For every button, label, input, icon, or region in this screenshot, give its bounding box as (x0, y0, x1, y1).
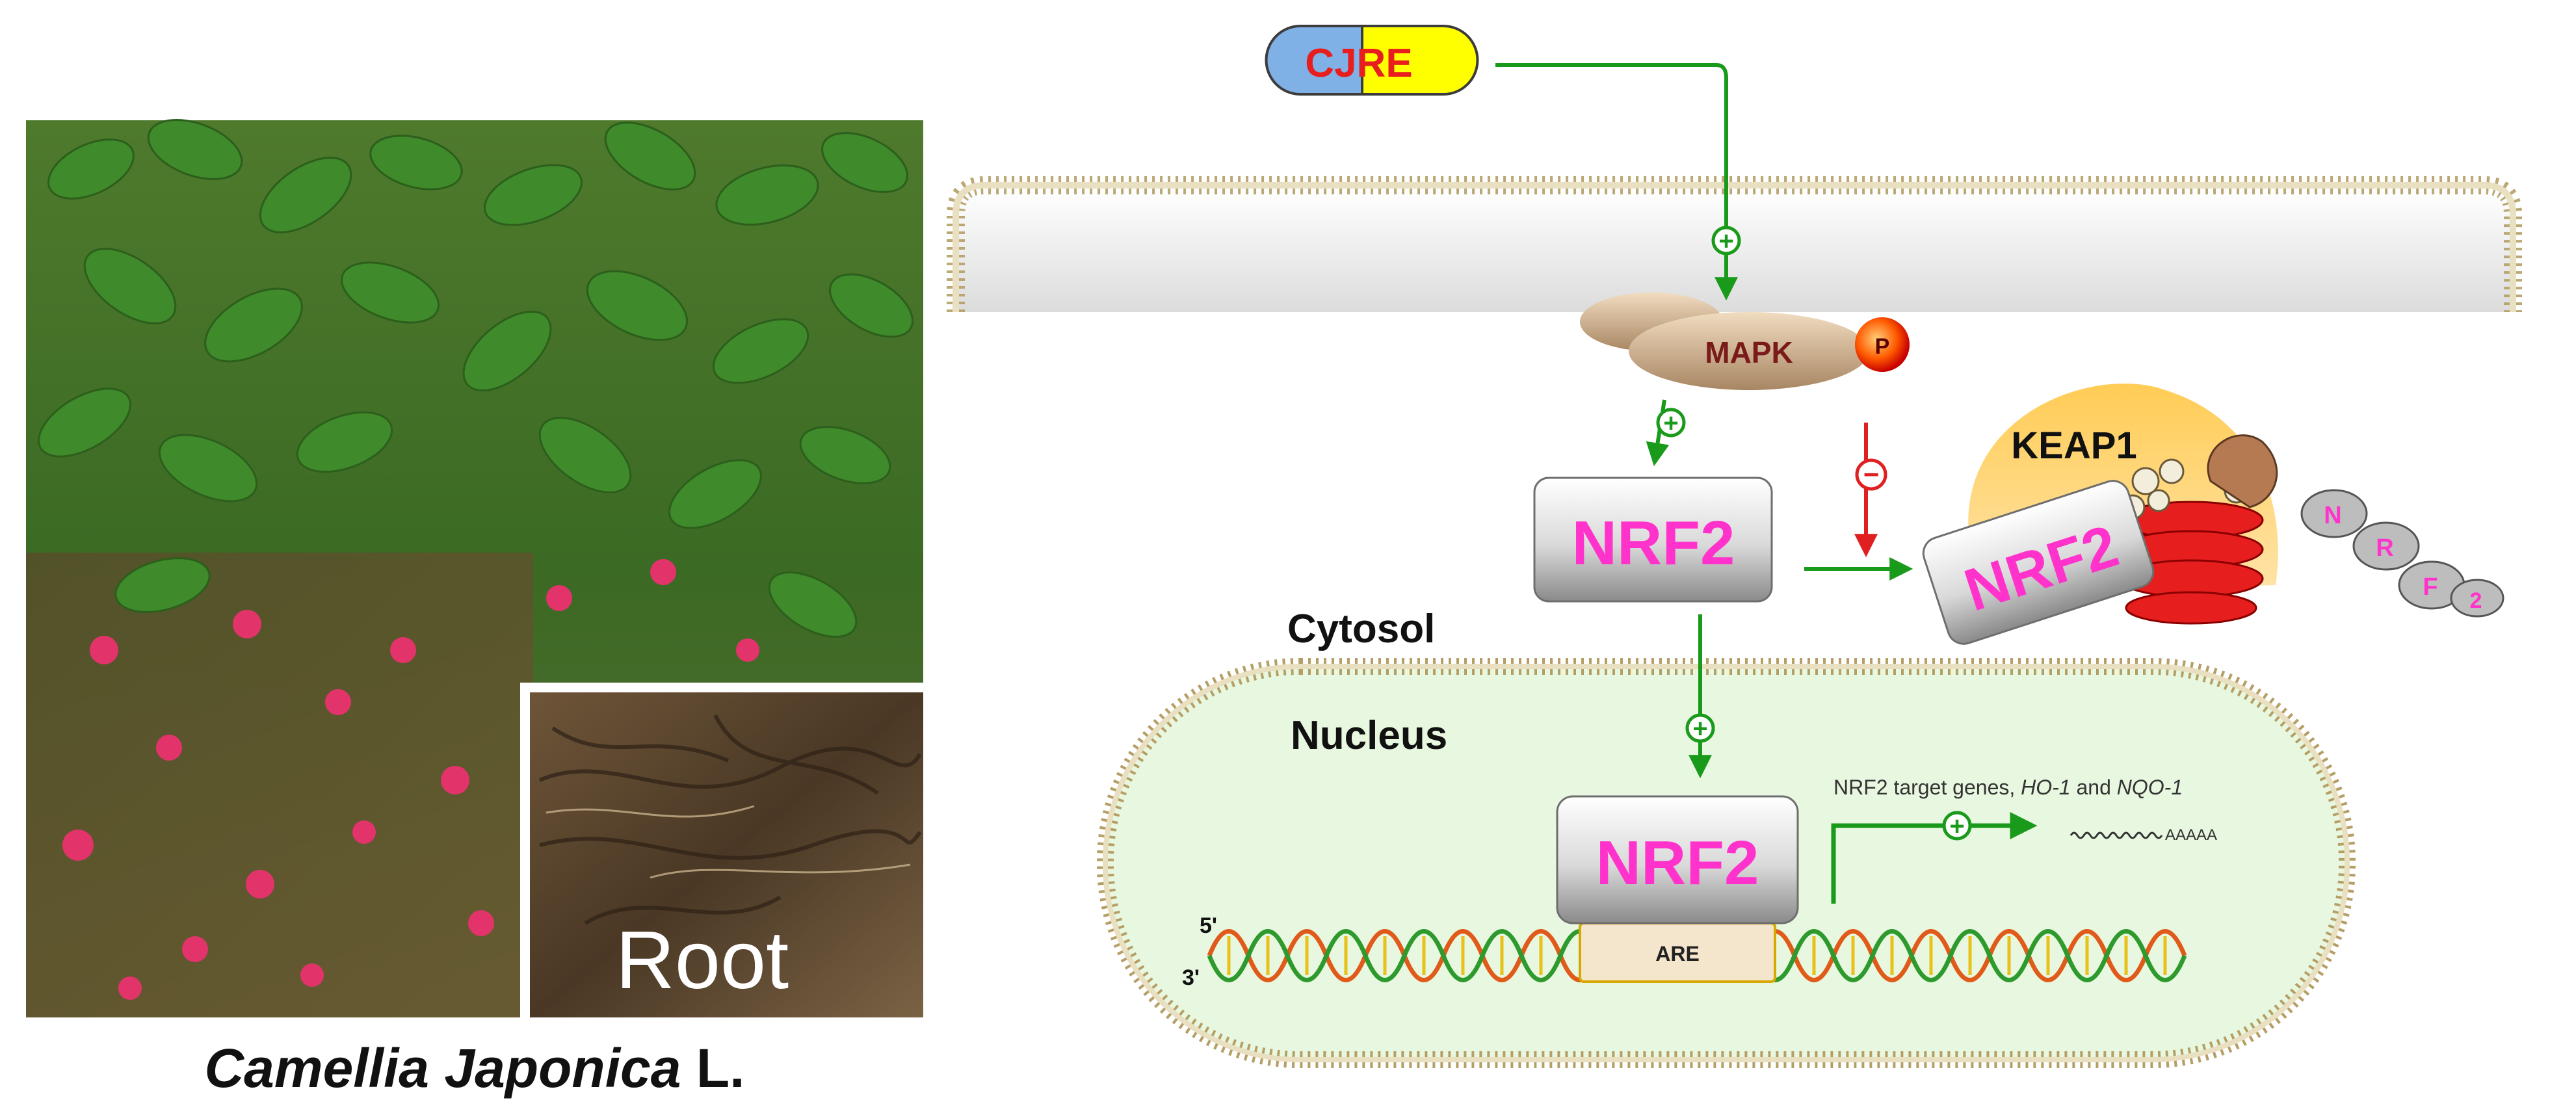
plus-sign-mapk: + (1656, 408, 1686, 438)
keap1-complex: KEAP1 NRF2 N R F 2 (1922, 384, 2504, 645)
nrf2-nucleus: NRF2 (1556, 795, 1799, 924)
leaf-cluster (38, 118, 914, 638)
svg-text:+: + (1718, 227, 1733, 255)
camellia-photo (26, 118, 923, 1017)
plus-sign-membrane: + (1711, 226, 1741, 255)
tail-letter-f: F (2423, 573, 2438, 601)
are-element: ARE (1579, 922, 1776, 983)
cytosol-label: Cytosol (1287, 607, 1435, 651)
nrf2-degradation-tail (2300, 489, 2504, 618)
mapk-label: MAPK (1705, 335, 1793, 369)
cjre-to-mapk-arrow (1495, 63, 1738, 301)
photo-caption: Camellia Japonica L. (205, 1038, 745, 1099)
svg-text:+: + (1949, 812, 1964, 841)
tail-letter-2: 2 (2470, 588, 2482, 613)
ligase-shape (2207, 434, 2278, 508)
target-genes-label: NRF2 target genes, HO-1 and NQO-1 (1833, 776, 2183, 799)
poly-a-tail: AAAAA (2165, 826, 2217, 844)
cjre-label: CJRE (1305, 41, 1412, 86)
dna-three-prime: 3' (1182, 965, 1200, 990)
nucleus-label: Nucleus (1291, 713, 1447, 758)
plus-sign-nucleus: + (1685, 713, 1715, 743)
tail-letter-n: N (2324, 502, 2341, 529)
svg-text:−: − (1863, 459, 1880, 490)
keap1-label: KEAP1 (2011, 425, 2136, 467)
mapk-complex: MAPK P (1580, 293, 1910, 390)
dna-five-prime: 5' (1200, 913, 1217, 938)
phospho-label: P (1875, 334, 1890, 359)
tail-letter-r: R (2376, 534, 2393, 562)
mrna-strand (2070, 831, 2163, 839)
cjre-capsule: CJRE (1265, 25, 1479, 96)
svg-text:+: + (1663, 409, 1678, 438)
are-label: ARE (1655, 942, 1700, 965)
nrf2-cytosol: NRF2 (1533, 477, 1773, 603)
minus-sign: − (1855, 458, 1887, 491)
flower-petals (62, 559, 759, 1000)
root-inset (520, 683, 923, 1017)
plus-sign-transcription: + (1942, 811, 1972, 841)
nrf2-label-cytosol: NRF2 (1572, 508, 1735, 578)
svg-text:+: + (1692, 714, 1707, 743)
root-label: Root (616, 914, 789, 1006)
nrf2-label-nucleus: NRF2 (1596, 828, 1759, 898)
